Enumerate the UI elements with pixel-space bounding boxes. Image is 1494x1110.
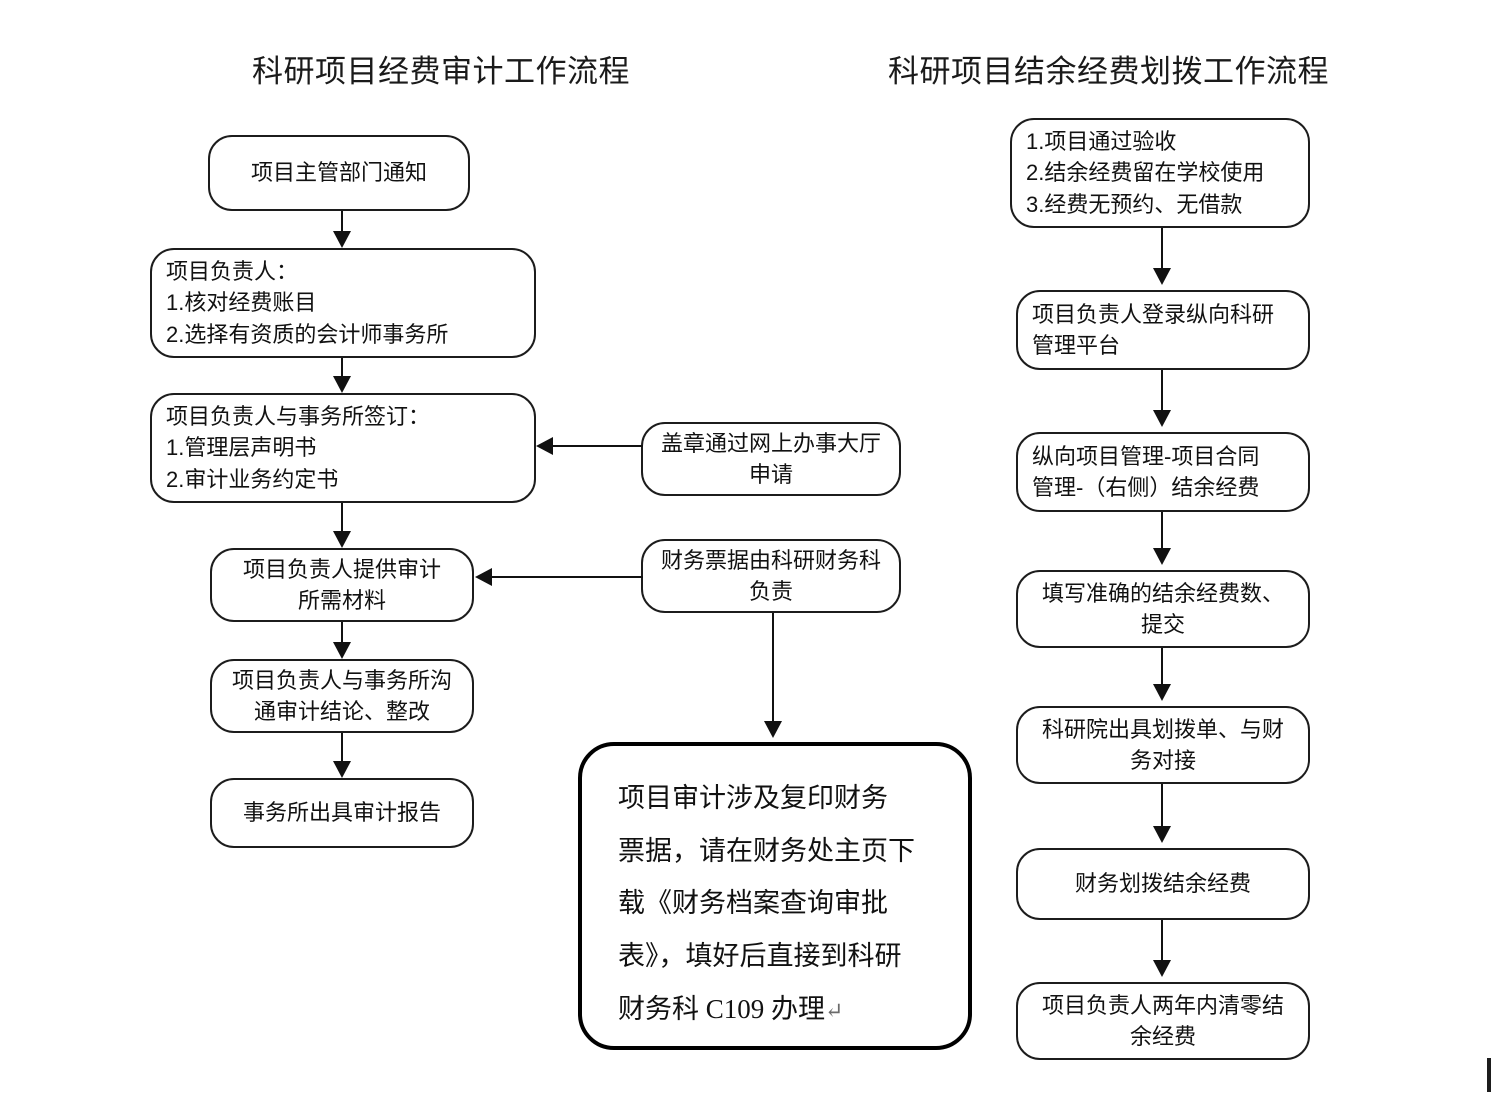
arrowhead-r4-r5 [1153, 684, 1171, 701]
node-right-5-line-1: 科研院出具划拨单、与财 [1041, 716, 1284, 742]
connector-m2-note [772, 613, 775, 721]
node-right-1-line-1: 1.项目通过验收 [1026, 129, 1177, 155]
node-middle-1: 盖章通过网上办事大厅 申请 [641, 422, 901, 496]
node-right-7: 项目负责人两年内清零结 余经费 [1016, 982, 1310, 1060]
arrowhead-r6-r7 [1153, 960, 1171, 977]
node-right-5: 科研院出具划拨单、与财 务对接 [1016, 706, 1310, 784]
connector-r2-r3 [1161, 370, 1164, 410]
node-left-4-line-1: 项目负责人提供审计 [242, 556, 441, 582]
node-right-2-line-1: 项目负责人登录纵向科研 [1032, 301, 1275, 327]
node-middle-1-line-1: 盖章通过网上办事大厅 [660, 430, 881, 456]
node-left-2-line-3: 2.选择有资质的会计师事务所 [166, 321, 449, 347]
connector-r6-r7 [1161, 920, 1164, 960]
node-left-5-line-2: 通审计结论、整改 [253, 699, 430, 724]
node-left-4-line-2: 所需材料 [297, 588, 386, 613]
node-left-2-line-1: 项目负责人： [166, 259, 299, 285]
arrowhead-m2-note [764, 721, 782, 738]
node-middle-2-line-2: 负责 [748, 579, 793, 604]
note-line-3: 载《财务档案查询审批 [618, 888, 888, 919]
node-left-2-line-2: 1.核对经费账目 [166, 290, 317, 316]
node-left-3-line-2: 1.管理层声明书 [166, 435, 317, 461]
arrowhead-l2-l3 [333, 376, 351, 393]
node-right-6: 财务划拨结余经费 [1016, 848, 1310, 920]
arrowhead-l3-l4 [333, 531, 351, 548]
left-flow-title: 科研项目经费审计工作流程 [252, 54, 630, 89]
arrowhead-r2-r3 [1153, 410, 1171, 427]
note-line-4: 表》，填好后直接到科研 [618, 940, 902, 971]
connector-m1-l3 [553, 445, 643, 448]
node-right-3-line-1: 纵向项目管理-项目合同 [1032, 443, 1260, 469]
arrowhead-m2-l4 [475, 568, 492, 586]
connector-l1-l2 [341, 211, 344, 233]
arrowhead-r3-r4 [1153, 548, 1171, 565]
node-left-5: 项目负责人与事务所沟 通审计结论、整改 [210, 659, 474, 733]
connector-r3-r4 [1161, 512, 1164, 548]
node-right-5-line-2: 务对接 [1129, 748, 1196, 773]
node-right-7-line-1: 项目负责人两年内清零结 [1041, 992, 1284, 1018]
arrowhead-l1-l2 [333, 231, 351, 248]
node-right-2: 项目负责人登录纵向科研 管理平台 [1016, 290, 1310, 370]
arrowhead-m1-l3 [536, 437, 553, 455]
node-left-3: 项目负责人与事务所签订： 1.管理层声明书 2.审计业务约定书 [150, 393, 536, 503]
node-left-3-line-3: 2.审计业务约定书 [166, 466, 339, 492]
connector-m2-l4 [492, 576, 643, 579]
connector-r4-r5 [1161, 648, 1164, 684]
node-right-6-line-1: 财务划拨结余经费 [1074, 871, 1251, 897]
node-right-4: 填写准确的结余经费数、 提交 [1016, 570, 1310, 648]
note-line-5: 财务科 C109 办理↵ [618, 983, 934, 1036]
connector-l4-l5 [341, 622, 344, 642]
node-left-3-line-1: 项目负责人与事务所签订： [166, 404, 431, 430]
arrowhead-l5-l6 [333, 761, 351, 778]
node-left-4: 项目负责人提供审计 所需材料 [210, 548, 474, 622]
arrowhead-r5-r6 [1153, 826, 1171, 843]
node-middle-2: 财务票据由科研财务科 负责 [641, 539, 901, 613]
node-right-1-line-3: 3.经费无预约、无借款 [1026, 191, 1243, 217]
connector-l3-l4 [341, 503, 344, 531]
node-right-1: 1.项目通过验收 2.结余经费留在学校使用 3.经费无预约、无借款 [1010, 118, 1310, 228]
node-right-1-line-2: 2.结余经费留在学校使用 [1026, 160, 1265, 186]
node-left-1-line-1: 项目主管部门通知 [250, 160, 427, 186]
connector-l2-l3 [341, 358, 344, 376]
node-right-3: 纵向项目管理-项目合同 管理-（右侧）结余经费 [1016, 432, 1310, 512]
node-right-4-line-2: 提交 [1140, 612, 1185, 637]
arrowhead-r1-r2 [1153, 268, 1171, 285]
arrowhead-l4-l5 [333, 642, 351, 659]
page-edge-mark [1487, 1058, 1491, 1092]
node-left-2: 项目负责人： 1.核对经费账目 2.选择有资质的会计师事务所 [150, 248, 536, 358]
note-line-5-text: 财务科 C109 办理 [618, 993, 826, 1024]
node-left-1: 项目主管部门通知 [208, 135, 470, 211]
connector-r1-r2 [1161, 228, 1164, 268]
node-middle-1-line-2: 申请 [748, 462, 793, 487]
connector-l5-l6 [341, 733, 344, 761]
note-line-2: 票据，请在财务处主页下 [618, 835, 915, 866]
node-middle-2-line-1: 财务票据由科研财务科 [660, 547, 881, 573]
node-right-2-line-2: 管理平台 [1032, 333, 1121, 358]
node-left-6: 事务所出具审计报告 [210, 778, 474, 848]
connector-r5-r6 [1161, 784, 1164, 826]
node-left-6-line-1: 事务所出具审计报告 [242, 800, 441, 826]
node-right-7-line-2: 余经费 [1129, 1024, 1196, 1049]
node-right-4-line-1: 填写准确的结余经费数、 [1041, 580, 1284, 606]
note-line-1: 项目审计涉及复印财务 [618, 783, 888, 813]
node-left-5-line-1: 项目负责人与事务所沟 [231, 667, 452, 693]
note-box: 项目审计涉及复印财务 票据，请在财务处主页下 载《财务档案查询审批 表》，填好后… [578, 742, 972, 1050]
right-flow-title: 科研项目结余经费划拨工作流程 [888, 54, 1329, 89]
paragraph-mark-icon: ↵ [825, 997, 844, 1023]
node-right-3-line-2: 管理-（右侧）结余经费 [1032, 475, 1260, 500]
